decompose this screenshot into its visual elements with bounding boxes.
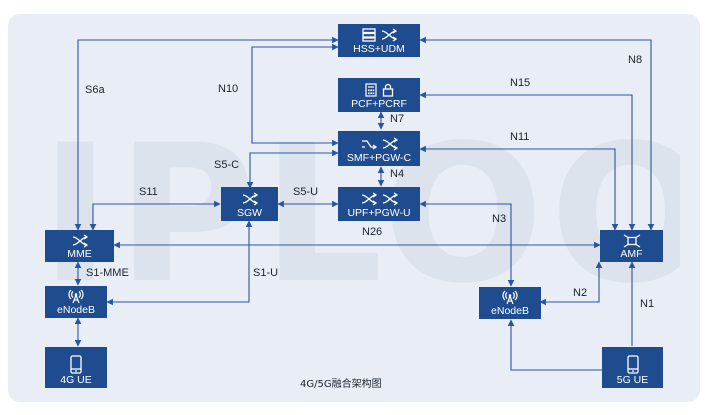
interface-label-n4: N4 — [390, 168, 405, 180]
node-label: SGW — [236, 207, 263, 219]
node-label: UPF+PGW-U — [347, 207, 411, 219]
link-n8 — [419, 36, 655, 231]
node-label: MME — [67, 248, 92, 260]
node-mme: MME — [45, 230, 114, 262]
interface-label-n2: N2 — [573, 287, 588, 299]
link-s11 — [89, 200, 221, 231]
antenna-icon — [502, 290, 518, 305]
switch-icon — [242, 192, 258, 206]
node-label: 5G UE — [616, 374, 649, 386]
phone-icon — [70, 354, 82, 374]
node-sgw: SGW — [221, 187, 278, 221]
switch-icon — [381, 28, 397, 42]
interface-label-n7: N7 — [390, 113, 405, 125]
interface-label-n8: N8 — [628, 54, 643, 66]
node-enodeb-right: eNodeB — [479, 287, 541, 319]
node-label: eNodeB — [57, 304, 95, 316]
node-label: SMF+PGW-C — [346, 152, 412, 164]
node-amf: AMF — [600, 230, 663, 262]
interface-label-s5u: S5-U — [293, 186, 319, 198]
amf-icon — [623, 233, 640, 248]
node-4g-ue: 4G UE — [45, 347, 107, 388]
interface-label-n15: N15 — [510, 77, 531, 89]
interface-label-n10: N10 — [218, 83, 239, 95]
node-label: eNodeB — [491, 305, 529, 317]
link-s1u — [106, 220, 253, 306]
interface-label-n11: N11 — [510, 131, 530, 143]
switch-icon — [361, 192, 377, 206]
lock-icon — [382, 83, 393, 97]
node-upf-pgw-u: UPF+PGW-U — [338, 187, 420, 221]
link-n11 — [419, 145, 619, 231]
switch-icon — [382, 137, 398, 151]
node-label: 4G UE — [60, 374, 92, 386]
interface-label-s11: S11 — [139, 186, 158, 198]
node-label: HSS+UDM — [353, 43, 405, 55]
node-label: AMF — [620, 248, 643, 260]
node-5g-ue: 5G UE — [602, 347, 663, 388]
interface-label-s5c: S5-C — [214, 159, 240, 171]
calculator-icon — [364, 83, 377, 97]
interface-label-n26: N26 — [362, 226, 383, 238]
link-n10 — [251, 43, 339, 147]
phone-icon — [626, 354, 639, 374]
link-n15 — [419, 91, 636, 231]
router-icon — [361, 140, 377, 150]
node-enodeb-left: eNodeB — [45, 286, 107, 318]
server-icon — [361, 28, 376, 42]
link-s6a — [74, 36, 339, 231]
node-pcf-pcrf: PCF+PCRF — [338, 78, 420, 112]
interface-label-s6a: S6a — [85, 84, 105, 96]
node-hss-udm: HSS+UDM — [338, 24, 420, 57]
link-n3 — [419, 200, 515, 287]
diagram-caption: 4G/5G融合架构图 — [300, 379, 382, 390]
link-n2 — [539, 261, 603, 306]
switch-icon — [72, 233, 88, 248]
link-uu-5g — [507, 319, 602, 371]
antenna-icon — [68, 289, 84, 304]
node-label: PCF+PCRF — [351, 98, 407, 110]
interface-label-n1: N1 — [640, 298, 655, 310]
node-smf-pgw-c: SMF+PGW-C — [338, 131, 420, 166]
link-s5c — [246, 149, 339, 189]
interface-label-n3: N3 — [492, 213, 507, 225]
switch-icon — [382, 192, 398, 206]
interface-label-s1u: S1-U — [253, 267, 279, 279]
interface-label-s1mme: S1-MME — [86, 267, 129, 279]
